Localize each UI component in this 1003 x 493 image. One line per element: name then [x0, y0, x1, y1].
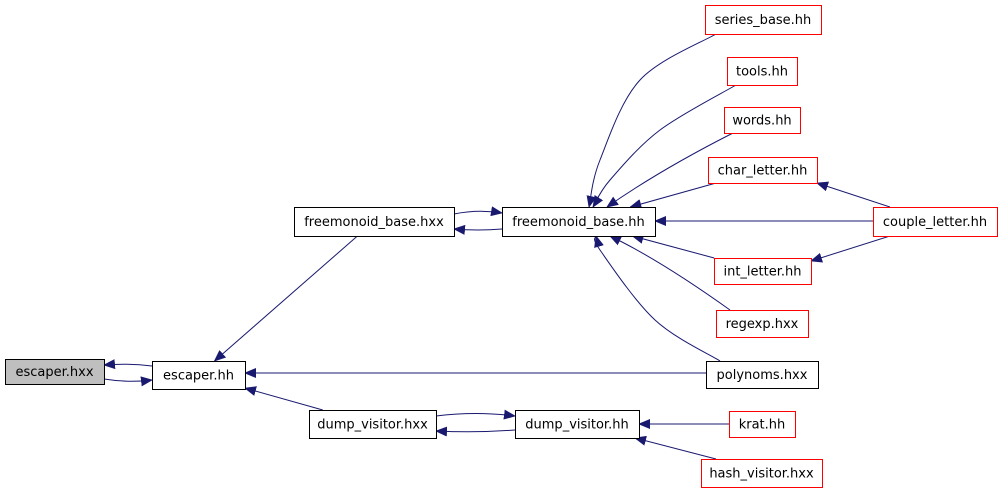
- node-hash-visitor-hxx[interactable]: hash_visitor.hxx: [701, 459, 823, 488]
- edge-hash-visitor-hxx-to-dump-visitor-hh: [634, 435, 717, 460]
- edge-series-base-hh-to-freemonoid-base-hh: [586, 33, 717, 208]
- node-box: [727, 57, 798, 86]
- node-box: [701, 459, 823, 488]
- node-label: series_base.hh: [715, 13, 812, 28]
- node-box: [294, 207, 455, 237]
- node-box: [5, 359, 105, 385]
- node-escaper-hh[interactable]: escaper.hh: [152, 361, 246, 390]
- edge-dump-visitor-hxx-to-escaper-hh: [244, 386, 323, 411]
- file-nodes: escaper.hxx escaper.hh freemonoid_base.hxx…: [5, 5, 998, 488]
- edge-freemonoid-base-hxx-to-freemonoid-base-hh: [453, 206, 503, 217]
- node-krat-hh[interactable]: krat.hh: [729, 411, 796, 438]
- node-words-hh[interactable]: words.hh: [724, 107, 801, 134]
- node-int-letter-hh[interactable]: int_letter.hh: [714, 258, 812, 285]
- node-label: char_letter.hh: [718, 164, 808, 179]
- node-box: [708, 157, 818, 184]
- node-dump-visitor-hxx[interactable]: dump_visitor.hxx: [309, 410, 437, 439]
- node-box: [502, 207, 656, 237]
- node-regexp-hxx[interactable]: regexp.hxx: [716, 310, 809, 338]
- edge-escaper-hxx-to-escaper-hh: [103, 376, 153, 387]
- dependency-edges: [103, 33, 891, 460]
- edge-char-letter-hh-to-freemonoid-base-hh: [629, 182, 717, 209]
- node-box: [705, 5, 822, 35]
- node-label: escaper.hxx: [15, 365, 93, 380]
- edge-freemonoid-base-hxx-to-escaper-hh: [213, 235, 358, 362]
- node-label: polynoms.hxx: [717, 368, 808, 383]
- node-box: [515, 410, 640, 439]
- node-label: freemonoid_base.hh: [512, 215, 644, 230]
- node-box: [152, 361, 246, 390]
- node-char-letter-hh[interactable]: char_letter.hh: [708, 157, 818, 184]
- edge-dump-visitor-hxx-to-dump-visitor-hh: [435, 409, 516, 420]
- node-series-base-hh[interactable]: series_base.hh: [705, 5, 822, 35]
- node-label: int_letter.hh: [723, 265, 801, 280]
- edge-couple-letter-hh-to-char-letter-hh: [816, 181, 891, 208]
- node-freemonoid-base-hh[interactable]: freemonoid_base.hh: [502, 207, 656, 237]
- node-label: freemonoid_base.hxx: [304, 215, 444, 230]
- node-box: [309, 410, 437, 439]
- node-label: dump_visitor.hxx: [317, 418, 428, 433]
- node-polynoms-hxx[interactable]: polynoms.hxx: [706, 361, 819, 389]
- node-tools-hh[interactable]: tools.hh: [727, 57, 798, 86]
- node-box: [706, 361, 819, 389]
- node-label: escaper.hh: [163, 369, 234, 384]
- node-label: words.hh: [732, 114, 791, 129]
- node-box: [729, 411, 796, 438]
- edge-dump-visitor-hh-to-dump-visitor-hxx: [435, 426, 516, 437]
- edge-regexp-hxx-to-freemonoid-base-hh: [609, 235, 731, 311]
- node-couple-letter-hh[interactable]: couple_letter.hh: [873, 207, 998, 237]
- node-label: regexp.hxx: [726, 317, 799, 332]
- edge-int-letter-hh-to-freemonoid-base-hh: [631, 234, 715, 259]
- node-label: krat.hh: [739, 418, 786, 433]
- edge-words-hh-to-freemonoid-base-hh: [606, 132, 734, 208]
- node-box: [714, 258, 812, 285]
- node-box: [873, 207, 998, 237]
- node-dump-visitor-hh[interactable]: dump_visitor.hh: [515, 410, 640, 439]
- node-label: tools.hh: [736, 65, 788, 80]
- node-freemonoid-base-hxx[interactable]: freemonoid_base.hxx: [294, 207, 455, 237]
- edge-freemonoid-base-hh-to-freemonoid-base-hxx: [453, 224, 503, 235]
- node-box: [716, 310, 809, 338]
- edge-polynoms-hxx-to-freemonoid-base-hh: [594, 235, 721, 362]
- node-label: couple_letter.hh: [883, 215, 987, 230]
- node-label: hash_visitor.hxx: [709, 467, 814, 482]
- edge-couple-letter-hh-to-int-letter-hh: [810, 235, 891, 263]
- node-escaper-hxx[interactable]: escaper.hxx: [5, 359, 105, 385]
- edge-escaper-hh-to-escaper-hxx: [103, 359, 153, 370]
- edge-tools-hh-to-freemonoid-base-hh: [592, 84, 737, 208]
- node-box: [724, 107, 801, 134]
- node-label: dump_visitor.hh: [525, 418, 628, 433]
